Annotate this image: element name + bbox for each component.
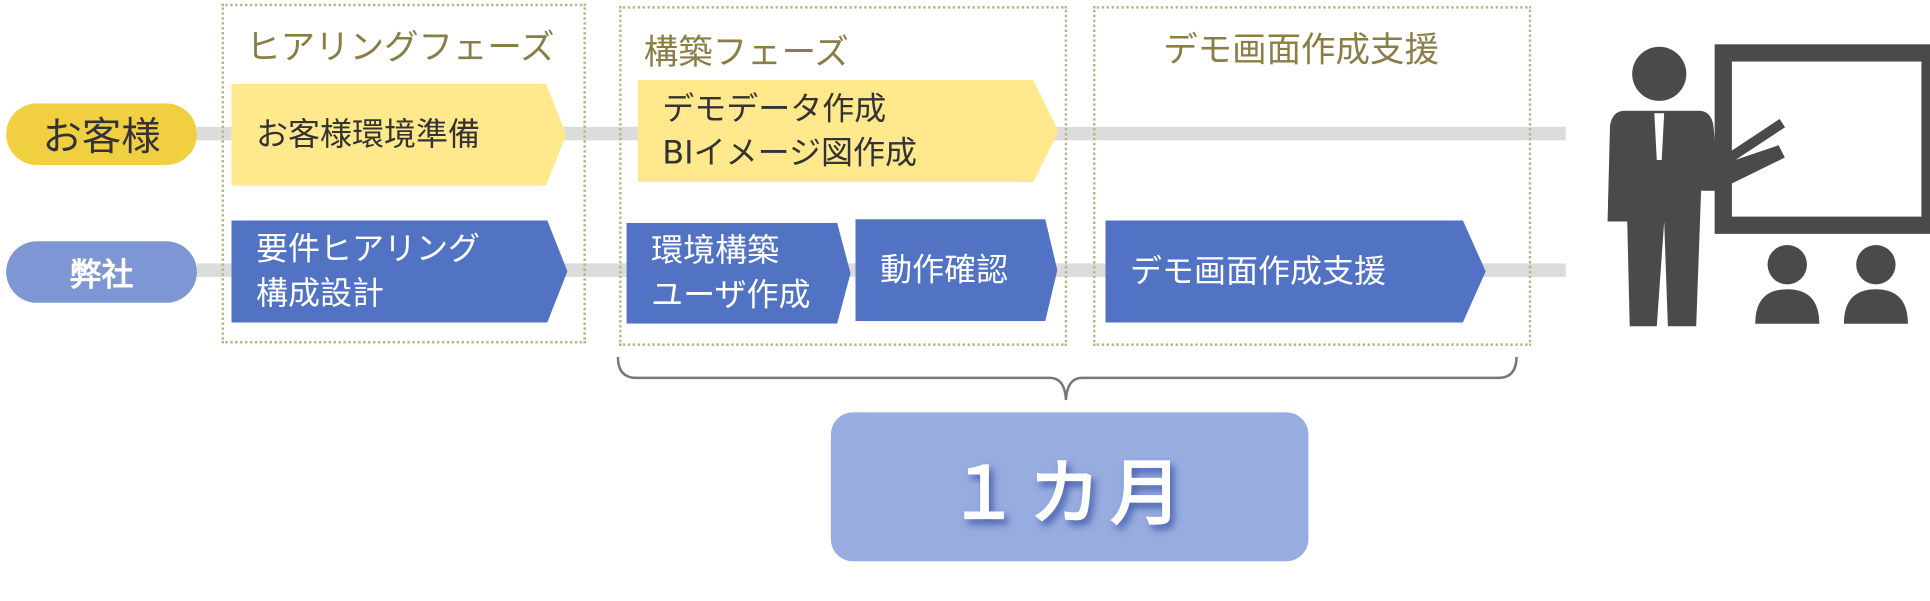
customer-label-text: お客様	[42, 113, 161, 161]
phase-hearing: ヒアリングフェーズ	[221, 3, 586, 344]
task-text: ユーザ作成	[651, 276, 811, 314]
audience-icon	[1755, 244, 1908, 324]
phase-title: デモ画面作成支援	[1163, 29, 1439, 71]
task-text: お客様環境準備	[256, 116, 481, 154]
phase-title: ヒアリングフェーズ	[246, 27, 555, 68]
phase-demo: デモ画面作成支援	[1093, 6, 1532, 346]
duration-box: １カ月	[830, 412, 1309, 562]
task-text: 構成設計	[256, 275, 385, 313]
customer-label: お客様	[6, 103, 197, 165]
task-text: デモ画面作成支援	[1129, 252, 1387, 290]
duration-text: １カ月	[947, 451, 1192, 535]
company-label-text: 弊社	[69, 256, 134, 294]
task-demo-support: デモ画面作成支援	[1105, 220, 1486, 323]
company-label: 弊社	[6, 241, 197, 303]
task-text: BIイメージ図作成	[662, 134, 918, 172]
brace-icon	[616, 356, 1518, 401]
task-text: デモデータ作成	[662, 90, 887, 128]
task-env-build: 環境構築ユーザ作成	[626, 222, 851, 324]
task-customer-env: お客様環境準備	[231, 83, 567, 186]
presenter-icon	[1607, 44, 1930, 327]
task-demo-data: デモデータ作成 BIイメージ図作成	[637, 80, 1059, 183]
phase-build: 構築フェーズ	[619, 6, 1068, 346]
task-verify: 動作確認	[855, 219, 1058, 322]
phase-title: 構築フェーズ	[643, 32, 849, 73]
task-text: 要件ヒアリング	[256, 230, 481, 268]
task-text: 環境構築	[651, 232, 780, 270]
task-hearing: 要件ヒアリング構成設計	[231, 220, 568, 323]
task-text: 動作確認	[880, 251, 1009, 289]
